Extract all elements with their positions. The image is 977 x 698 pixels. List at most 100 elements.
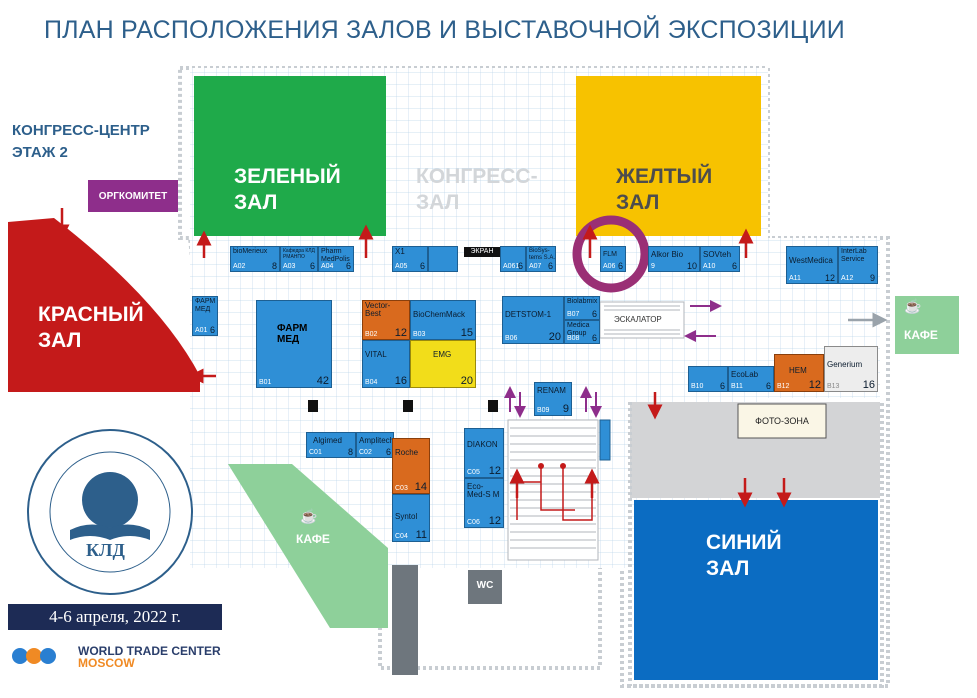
booth-code: B12: [777, 383, 790, 390]
booth-b02[interactable]: Vector-Best B02 12: [362, 300, 410, 340]
venue-line1: КОНГРЕСС-ЦЕНТР: [12, 122, 150, 139]
wc-label: WC: [476, 580, 494, 591]
booth-b07[interactable]: Biolabmix B07 6: [564, 296, 600, 320]
green-hall-line2: ЗАЛ: [234, 191, 278, 214]
booth-name: Eco-Med-S M: [467, 482, 500, 499]
booth-area: 9: [562, 403, 569, 415]
flm-highlight-circle: [572, 215, 650, 293]
booth-name: Generium: [827, 360, 863, 369]
blue-hall-line1: СИНИЙ: [706, 531, 782, 554]
booth-name: Algimed: [313, 436, 342, 445]
booth-code: 9: [651, 263, 655, 270]
booth-code: C04: [395, 533, 408, 540]
booth-code: B10: [691, 383, 704, 390]
booth-area: 6: [591, 309, 597, 319]
booth-a11[interactable]: WestMedica A11 12: [786, 246, 838, 284]
booth-area: 6: [309, 261, 315, 271]
booth-a06[interactable]: FLM A06 6: [600, 246, 626, 272]
wtc-line2: MOSCOW: [78, 656, 135, 670]
red-hall-label[interactable]: КРАСНЫЙ ЗАЛ: [38, 302, 144, 354]
booth-area: 8: [347, 447, 353, 457]
event-date: 4-6 апреля, 2022 г.: [8, 604, 222, 630]
venue-label: КОНГРЕСС-ЦЕНТР ЭТАЖ 2: [12, 120, 150, 164]
photo-zone-box: [737, 403, 827, 439]
booth-a03[interactable]: Кафедра КЛД РМАНПО A03 6: [280, 246, 318, 272]
booth-a02[interactable]: bioMerieux A02 8: [230, 246, 280, 272]
booth-name: BioChemMack: [413, 310, 466, 319]
blue-hall-label[interactable]: СИНИЙ ЗАЛ: [706, 530, 782, 582]
cafe-icon: ☕: [904, 298, 922, 314]
booth-b09[interactable]: RENAM B09 9: [534, 382, 572, 416]
booth-area: 10: [686, 261, 697, 271]
kld-logo: [27, 429, 193, 595]
booth-c03[interactable]: Roche C03 14: [392, 438, 430, 494]
yellow-hall-line1: ЖЕЛТЫЙ: [616, 165, 713, 188]
booth-c02[interactable]: Amplitech C02 6: [356, 432, 394, 458]
booth-a05[interactable]: X1 A05 6: [392, 246, 428, 272]
escalator-label: ЭСКАЛАТОР: [614, 315, 662, 324]
booth-name: Biolabmix: [567, 298, 598, 305]
booth-b10[interactable]: B10 6: [688, 366, 728, 392]
booth-a061[interactable]: A061 6: [500, 246, 526, 272]
booth-b05[interactable]: EMG 20: [410, 340, 476, 388]
booth-b03[interactable]: BioChemMack B03 15: [410, 300, 476, 340]
booth-b04[interactable]: VITAL B04 16: [362, 340, 410, 388]
left-cafe-label: КАФЕ: [296, 532, 330, 546]
booth-a10[interactable]: SOVteh A10 6: [700, 246, 740, 272]
booth-area: 16: [862, 379, 875, 391]
booth-name: EMG: [433, 350, 452, 359]
booth-name: X1: [395, 247, 405, 256]
booth-name: Alkor Bio: [651, 250, 684, 259]
green-hall-label[interactable]: ЗЕЛЕНЫЙ ЗАЛ: [234, 164, 341, 216]
booth-b06[interactable]: DETSTOM-1 B06 20: [502, 296, 564, 344]
booth-name: VITAL: [365, 350, 387, 359]
staircase: [507, 419, 599, 561]
booth-area: 6: [731, 261, 737, 271]
booth-code: B01: [259, 379, 272, 386]
green-hall-line1: ЗЕЛЕНЫЙ: [234, 165, 341, 188]
booth-b11[interactable]: EcoLab B11 6: [728, 366, 774, 392]
booth-b13[interactable]: Generium B13 16: [824, 346, 878, 392]
booth-name: WestMedica: [789, 256, 833, 265]
booth-name: Кафедра КЛД РМАНПО: [283, 248, 315, 260]
booth-name: DIAKON: [467, 440, 498, 449]
organizing-committee-label: ОРГКОМИТЕТ: [88, 180, 178, 212]
booth-area: 8: [271, 261, 277, 271]
booth-code: A12: [841, 275, 854, 282]
right-cafe-area: [895, 296, 959, 354]
booth-c06[interactable]: Eco-Med-S M C06 12: [464, 478, 504, 528]
booth-code: C03: [395, 485, 408, 492]
booth-c01[interactable]: Algimed C01 8: [306, 432, 356, 458]
booth-intech[interactable]: [428, 246, 458, 272]
booth-area: 14: [414, 481, 427, 493]
booth-name: RENAM: [537, 386, 566, 395]
booth-c04[interactable]: Syntol C04 11: [392, 494, 430, 542]
booth-b12[interactable]: HEM B12 12: [774, 354, 824, 392]
yellow-hall-label[interactable]: ЖЕЛТЫЙ ЗАЛ: [616, 164, 712, 216]
booth-code: C01: [309, 449, 322, 456]
left-cafe-area: [228, 464, 388, 628]
booth-area: 12: [808, 379, 821, 391]
booth-name: Roche: [395, 448, 419, 457]
booth-alkor-bio[interactable]: Alkor Bio 9 10: [648, 246, 700, 272]
booth-code: A07: [529, 263, 542, 270]
red-hall-line2: ЗАЛ: [38, 329, 82, 352]
green-hall: [194, 76, 386, 236]
booth-name: FLM: [603, 251, 617, 258]
booth-area: 6: [209, 325, 215, 335]
booth-name: Amplitech: [359, 436, 395, 445]
wtc-line1: WORLD TRADE CENTER: [78, 644, 221, 658]
booth-code: A02: [233, 263, 246, 270]
booth-a07[interactable]: BioSys-tems S.A. A07 6: [526, 246, 556, 272]
booth-area: 6: [547, 261, 553, 271]
booth-c05[interactable]: DIAKON C05 12: [464, 428, 504, 478]
booth-code: B03: [413, 331, 426, 338]
right-cafe-label: КАФЕ: [904, 328, 938, 342]
congress-hall-label[interactable]: КОНГРЕСС- ЗАЛ: [416, 164, 538, 216]
